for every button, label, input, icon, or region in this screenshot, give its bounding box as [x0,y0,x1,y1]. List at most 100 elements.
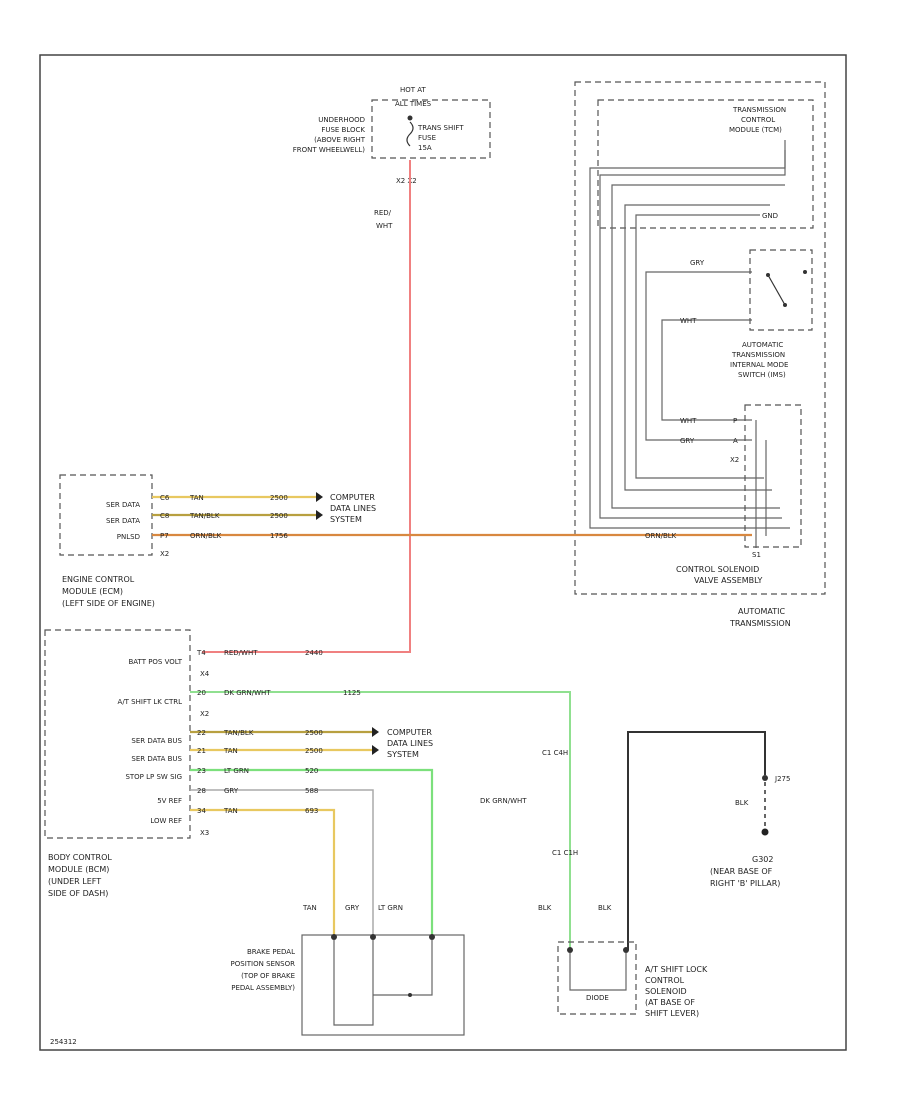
ecm-title-3: (LEFT SIDE OF ENGINE) [62,599,155,608]
ecm-computer-3: SYSTEM [330,515,362,524]
brake-label-3: (TOP OF BRAKE [241,972,295,980]
shift-lock-diode: DIODE [586,994,609,1002]
shift-lock-ground-wire [627,731,766,950]
mode-switch-line-1: AUTOMATIC [742,341,783,349]
brake-pin-1 [331,934,337,940]
ecm-orange-right-label: ORN/BLK [645,532,677,540]
ground-name-2: (NEAR BASE OF [710,867,773,876]
ecm-computer-1: COMPUTER [330,493,375,502]
transmission-line-2: TRANSMISSION [729,619,791,628]
red-wire-label-2: WHT [376,222,393,230]
bcm-row-pin-4: 21 [197,747,206,755]
ecm-row-label-1: SER DATA [106,501,140,509]
mode-switch-box [749,249,813,331]
ecm-x-label: X2 [160,550,169,558]
tcm-line-3: MODULE (TCM) [729,126,782,134]
fuse-block-box [371,99,491,159]
bcm-row-pin-6: 28 [197,787,206,795]
ecm-row-label-3: PNLSD [117,533,140,541]
ecm-row-circuit-2: 2500 [270,512,288,520]
ground-g302: J275 BLK G302 (NEAR BASE OF RIGHT 'B' PI… [710,775,790,888]
bcm-row-color-7: TAN [223,807,238,815]
ecm-box [59,474,153,556]
ecm-row-color-2: TAN/BLK [189,512,220,520]
bcm-row-circuit-2: 1125 [343,689,361,697]
brake-wire-tan: TAN [302,904,317,912]
bcm-row-color-1: RED/WHT [224,649,258,657]
bcm-arrow-1-icon [372,727,379,737]
fuse-hot-times: ALL TIMES [395,100,432,108]
tcm-trace-gry [645,271,752,441]
shift-lock-dkgrn: DK GRN/WHT [480,797,527,805]
shift-lock-blk-b: BLK [598,904,612,912]
fuse-name: TRANS SHIFT [417,124,464,132]
bcm-row-circuit-7: 693 [305,807,318,815]
ground-symbol-icon [761,828,769,836]
bcm-row-label-7: LOW REF [150,817,182,825]
brake-pin-3 [429,934,435,940]
bcm-row-color-6: GRY [224,787,239,795]
bcm-row-label-4: SER DATA BUS [131,755,182,763]
shift-lock-box [557,941,637,1015]
ground-name-1: G302 [752,855,773,864]
pin-a: A [733,437,738,445]
bcm-title-3: (UNDER LEFT [48,877,101,886]
tcm-line-2: CONTROL [741,116,775,124]
tcm-line-1: TRANSMISSION [732,106,786,114]
ecm: SER DATA SER DATA PNLSD C6 TAN 2500 C8 T… [59,474,752,608]
fuse-block-line-2: FUSE BLOCK [321,126,365,134]
tcm-wire-wht-1: WHT [680,317,697,325]
shift-lock-label-3: SOLENOID [645,987,687,996]
bcm-row-circuit-3: 2500 [305,729,323,737]
fuse-symbol-icon [406,121,414,147]
brake-internal-switch [373,940,433,996]
fuse-rating: 15A [418,144,432,152]
switch-lever-icon [767,274,786,306]
bcm-computer-3: SYSTEM [387,750,419,759]
bcm-arrow-2-icon [372,745,379,755]
ground-wire-color: BLK [735,799,749,807]
bcm-ltgrn-wire [190,768,434,935]
bcm-title-4: SIDE OF DASH) [48,889,108,898]
bcm-row-pin-5: 23 [197,767,206,775]
diagram-frame [39,54,847,1051]
bcm-title-1: BODY CONTROL [48,853,112,862]
ecm-row-pin-2: C8 [160,512,169,520]
fuse-type: FUSE [418,134,436,142]
fuse-top-node [407,115,413,121]
ecm-row-pin-1: C6 [160,494,170,502]
tcm-trace-1 [589,140,790,529]
solenoid-line-1: CONTROL SOLENOID [676,565,759,574]
tcm-trace-5 [635,214,764,479]
bcm-row-color-2: DK GRN/WHT [224,689,271,697]
tcm-x2: X2 [730,456,739,464]
bcm-row-pin-7: 34 [197,807,206,815]
ecm-row-color-3: ORN/BLK [190,532,222,540]
footer-code: 254312 [50,1038,77,1046]
bcm-computer-1: COMPUTER [387,728,432,737]
tcm-wire-gry-1: GRY [690,259,705,267]
bcm-row-label-3: SER DATA BUS [131,737,182,745]
bcm-row-pin-2: 20 [197,689,206,697]
shift-lock-pin-b [623,947,629,953]
bcm-row-label-2: A/T SHIFT LK CTRL [118,698,183,706]
bcm: BATT POS VOLT A/T SHIFT LK CTRL SER DATA… [44,629,571,950]
brake-pedal-sensor: TAN GRY LT GRN BRAKE PEDAL POSITION SENS… [231,904,465,1036]
bcm-row-color-3: TAN/BLK [223,729,254,737]
fuse-block: HOT AT ALL TIMES UNDERHOOD FUSE BLOCK (A… [293,86,491,185]
ecm-row-circuit-1: 2500 [270,494,288,502]
ecm-computer-2: DATA LINES [330,504,376,513]
ground-connector: J275 [774,775,790,783]
ground-connector-node [762,775,768,781]
shift-lock-blk-a: BLK [538,904,552,912]
tcm-wire-gry-2: GRY [680,437,695,445]
brake-switch-node [408,993,412,997]
bcm-row-circuit-1: 2440 [305,649,323,657]
tcm-box [597,99,814,229]
mode-switch-line-3: INTERNAL MODE [730,361,788,369]
mode-switch-line-2: TRANSMISSION [731,351,785,359]
ground-name-3: RIGHT 'B' PILLAR) [710,879,780,888]
bcm-row-color-4: TAN [223,747,238,755]
ecm-row-label-2: SER DATA [106,517,140,525]
